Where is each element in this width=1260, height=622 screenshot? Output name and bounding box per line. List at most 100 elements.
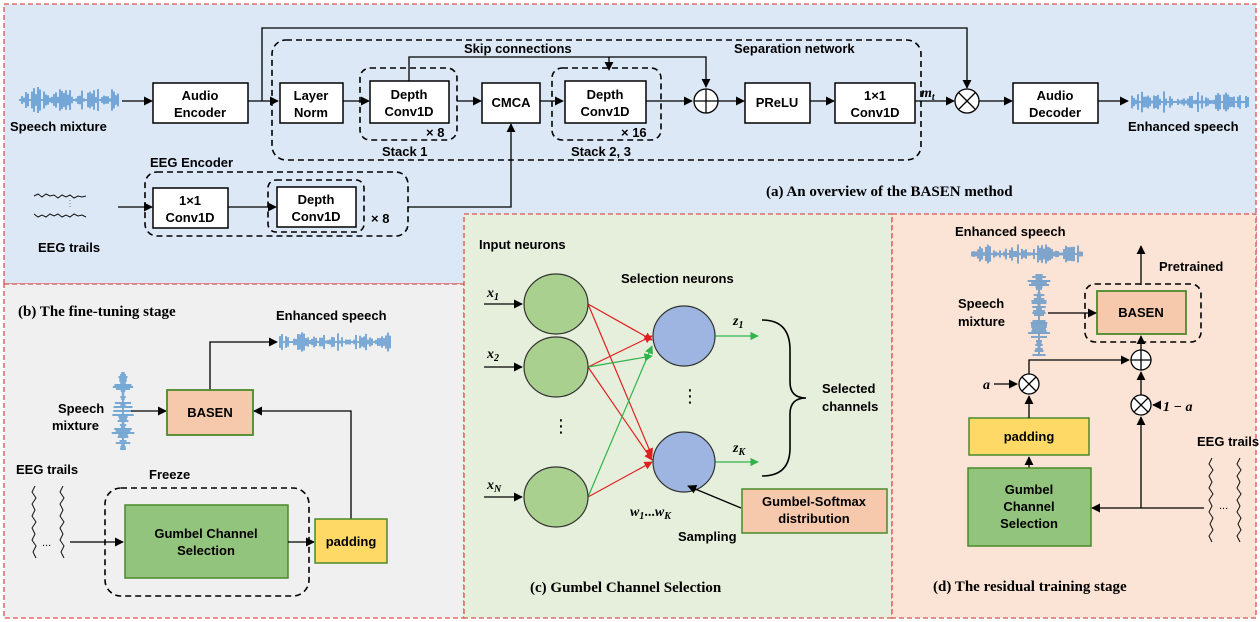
separation-network-box [271,39,922,161]
eeg-depth-conv-block [276,186,357,228]
input-neuron-n [523,466,589,528]
eeg-times-label: × 8 [371,211,389,226]
selection-neuron-k [652,431,716,493]
panel-b-caption: (b) The fine-tuning stage [18,304,176,320]
panel-d-background [891,213,1257,619]
input-neuron-1 [523,273,589,335]
eeg-depth-stack-box [267,179,365,233]
stack23-label: Stack 2, 3 [571,144,631,159]
panel-d-eeg-dots: ... [1219,500,1228,512]
panel-b-gumbel-label-2: Selection [177,543,235,558]
enhanced-speech-label: Enhanced speech [1128,119,1239,134]
panel-d-caption: (d) The residual training stage [933,579,1127,595]
panel-b-basen-block [166,389,254,436]
audio-decoder-label-1: Audio [1037,88,1074,103]
panel-a: Speech mixture Audio Encoder Separation … [10,27,1249,255]
red-edges [587,303,653,498]
panel-d-gumbel-label-1: Gumbel [1005,482,1053,497]
gumbel-softmax-label-1: Gumbel-Softmax [762,494,867,509]
enhanced-speech-waveform [1131,91,1249,113]
panel-d-padding-block [968,417,1090,456]
panel-b-mixture-label: mixture [52,418,99,433]
input-vdots: ⋮ [552,416,570,436]
panel-b-gumbel-block [124,504,289,579]
panel-d-enhanced-label: Enhanced speech [955,224,1066,239]
speech-mixture-label: Speech mixture [10,119,107,134]
layer-norm-block [279,82,344,124]
panel-d-gumbel-label-2: Channel [1003,499,1054,514]
x2-label: x2 [486,347,499,364]
stack23-times-label: × 16 [621,125,647,140]
eeg-conv1x1-label-2: Conv1D [165,210,214,225]
selection-vdots: ⋮ [681,386,699,406]
stack1-depth-label: Depth [391,87,428,102]
sampling-label: Sampling [678,529,737,544]
conv1x1-block [834,82,916,124]
pretrained-label: Pretrained [1159,259,1223,274]
panel-b-gumbel-label-1: Gumbel Channel [154,526,257,541]
stack23-depth-conv-block [564,80,647,124]
gumbel-softmax-label-2: distribution [778,511,850,526]
stack23-depth-label: Depth [587,87,624,102]
panel-c: Input neurons Selection neurons x1 x2 xN… [479,237,888,596]
cmca-label: CMCA [492,95,532,110]
x1-label: x1 [486,286,499,303]
separation-network-label: Separation network [734,41,855,56]
selected-label-2: channels [822,399,878,414]
audio-encoder-label-1: Audio [182,88,219,103]
z1-label: z1 [732,314,743,331]
input-neuron-2 [523,336,589,398]
xn-label: xN [486,478,502,495]
panel-b-basen-label: BASEN [187,405,233,420]
panel-d-basen-block [1096,290,1187,335]
stack1-label: Stack 1 [382,144,428,159]
green-edges [587,331,759,498]
alpha-label: a [983,378,990,393]
panel-b-speech-waveform [111,372,135,450]
panel-b-padding-label: padding [326,534,377,549]
panel-b-enhanced-label: Enhanced speech [276,308,387,323]
conv1x1-label-2: Conv1D [850,105,899,120]
gumbel-softmax-block [741,488,888,534]
selection-neurons-label: Selection neurons [621,271,734,286]
eeg-conv-label: Conv1D [291,209,340,224]
selected-brace [761,319,807,477]
panel-c-caption: (c) Gumbel Channel Selection [530,580,722,596]
panel-b: (b) The fine-tuning stage Enhanced speec… [16,304,391,597]
panel-d-enhanced-waveform [971,244,1083,264]
panel-b-eeg-label: EEG trails [16,462,78,477]
prelu-label: PReLU [756,95,799,110]
panel-d-eeg-signal: ... [1208,457,1242,543]
panel-b-speech-label: Speech [58,401,104,416]
audio-encoder-block [152,82,249,124]
panel-d-speech-waveform [1027,274,1051,356]
selection-neuron-1 [652,305,716,367]
eeg-encoder-label: EEG Encoder [150,155,233,170]
eeg-trails-label: EEG trails [38,240,100,255]
panel-d-eeg-label: EEG trails [1197,434,1259,449]
panel-d-speech-label: Speech [958,296,1004,311]
selected-label-1: Selected [822,381,876,396]
panel-d-gumbel-label-3: Selection [1000,516,1058,531]
panel-b-padding-block [314,518,388,564]
speech-mixture-waveform [19,86,119,114]
stack23-conv-label: Conv1D [580,104,629,119]
panel-d-basen-label: BASEN [1118,305,1164,320]
audio-decoder-block [1012,82,1099,124]
one-minus-alpha-label: 1 − a [1163,400,1192,415]
cmca-block [481,82,541,124]
audio-decoder-label-2: Decoder [1029,105,1081,120]
panel-d-gumbel-block [967,467,1092,547]
eeg-depth-label: Depth [298,192,335,207]
audio-encoder-label-2: Encoder [174,105,226,120]
conv1x1-label-1: 1×1 [864,88,886,103]
input-neurons-label: Input neurons [479,237,566,252]
panel-a-caption: (a) An overview of the BASEN method [766,184,1013,200]
prelu-block [744,82,811,124]
layer-norm-label-2: Norm [294,105,328,120]
eeg-conv1x1-block [152,187,229,229]
panel-b-enhanced-waveform [279,332,391,352]
panel-d-padding-label: padding [1004,429,1055,444]
weights-label: w1...wK [630,505,672,522]
